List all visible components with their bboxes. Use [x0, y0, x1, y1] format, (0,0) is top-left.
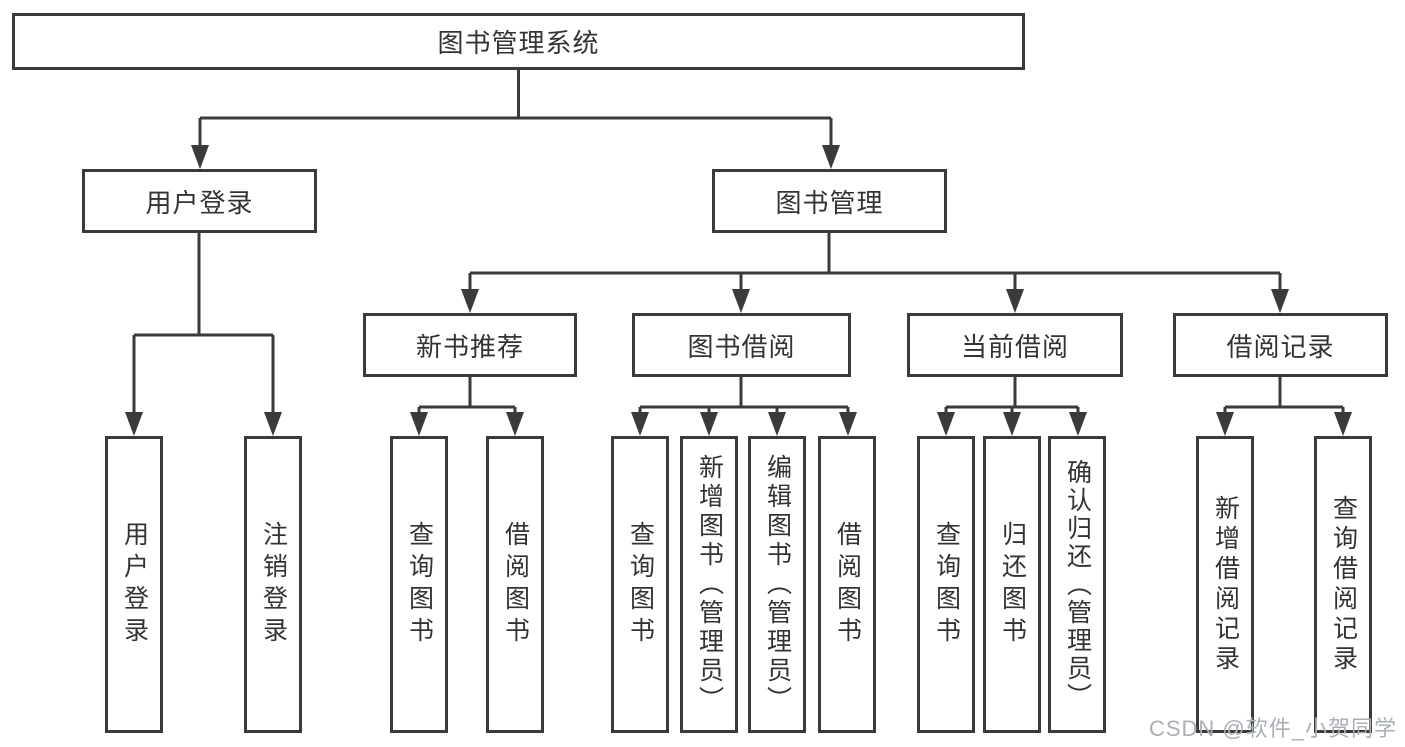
leaf-confirm-return-admin: 确认归还（管理员） [1048, 436, 1106, 733]
leaf-add-borrow-record: 新增借阅记录 [1196, 436, 1254, 733]
node-root: 图书管理系统 [12, 13, 1025, 70]
leaf-return-books: 归还图书 [983, 436, 1041, 733]
node-current-borrowing: 当前借阅 [907, 313, 1123, 377]
leaf-logout-login: 注销登录 [244, 436, 302, 733]
leaf-query-books-recommend: 查询图书 [390, 436, 448, 733]
leaf-query-books-current: 查询图书 [917, 436, 975, 733]
node-book-borrowing: 图书借阅 [632, 313, 851, 377]
node-book-management: 图书管理 [712, 169, 947, 233]
leaf-edit-books-admin: 编辑图书（管理员） [748, 436, 806, 733]
leaf-add-books-admin: 新增图书（管理员） [680, 436, 738, 733]
leaf-query-books-borrowing: 查询图书 [611, 436, 669, 733]
watermark: CSDN @软件_小贺同学 [1148, 716, 1397, 741]
leaf-user-login: 用户登录 [105, 436, 163, 733]
leaf-borrow-books-borrowing: 借阅图书 [818, 436, 876, 733]
node-borrow-records: 借阅记录 [1173, 313, 1388, 377]
node-new-book-recommend: 新书推荐 [363, 313, 577, 377]
node-user-login: 用户登录 [82, 169, 317, 233]
leaf-borrow-books-recommend: 借阅图书 [486, 436, 544, 733]
leaf-query-borrow-record: 查询借阅记录 [1314, 436, 1372, 733]
